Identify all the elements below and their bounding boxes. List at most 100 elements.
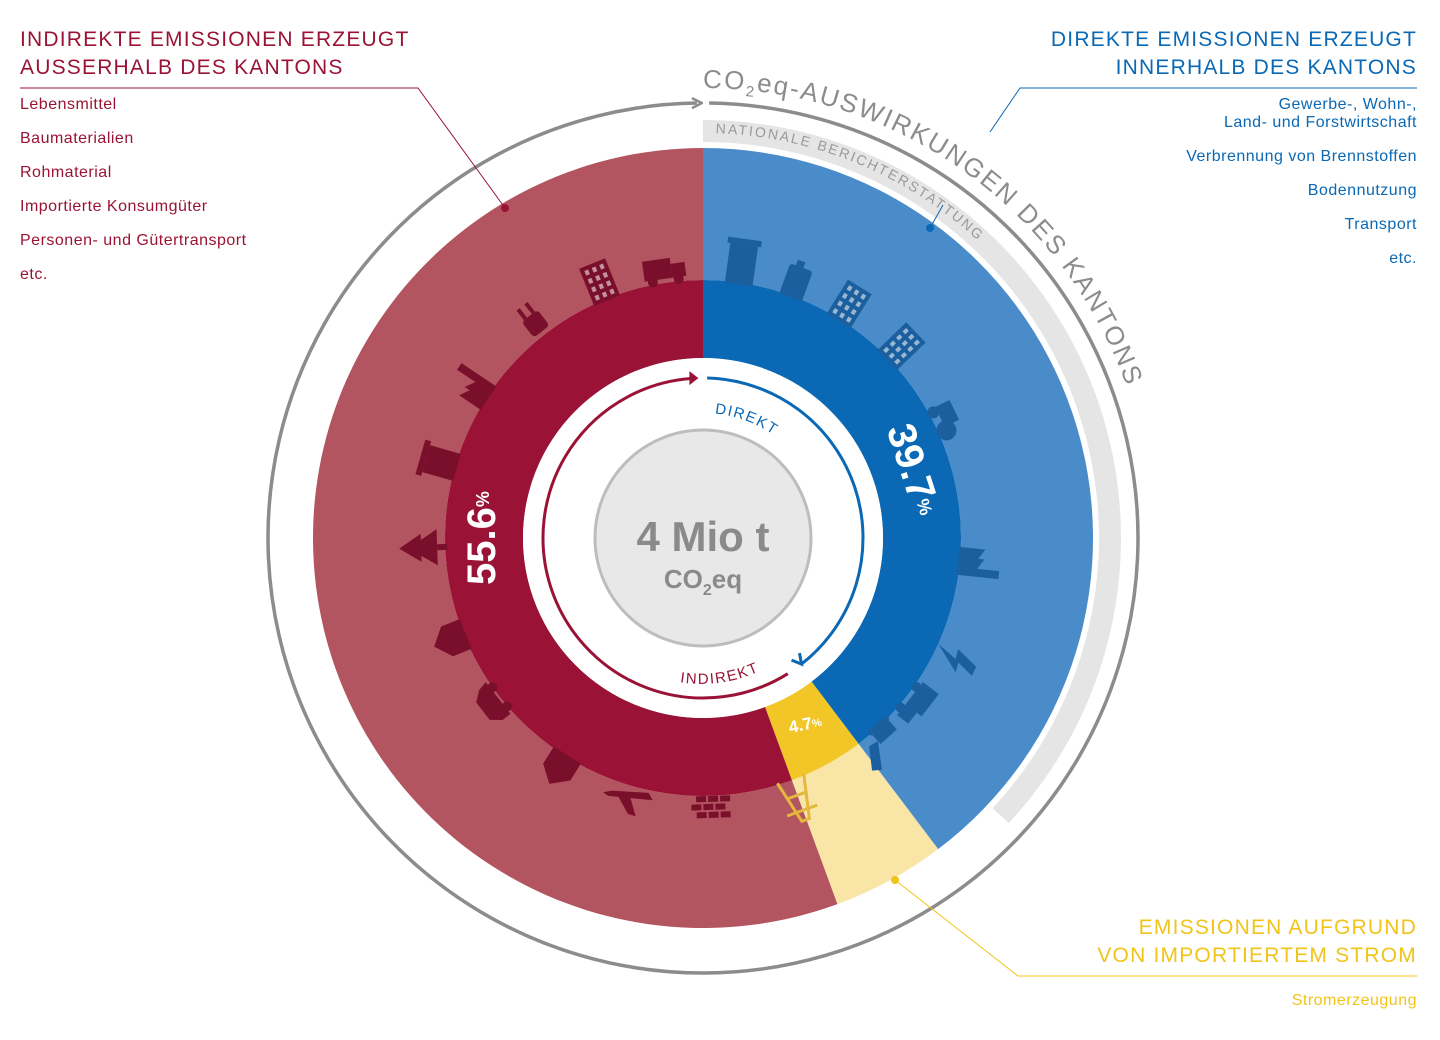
label-electricity-unit: % [811,716,823,730]
building-window [860,293,867,300]
indirect-heading: INDIREKTE EMISSIONEN ERZEUGT AUSSERHALB … [20,26,440,82]
tractor-wheel-icon [927,406,940,419]
factory-icon-direct [956,546,1000,580]
direct-item: Gewerbe-, Wohn-, Land- und Forstwirtscha… [997,96,1417,132]
building-window [598,283,605,290]
car-wheel-icon [487,682,498,693]
excavator-track-icon [868,715,890,736]
house-icon-indirect [434,619,472,657]
total-value: 4 Mio t [637,513,770,560]
slice-electricity [765,681,859,781]
building-window [850,308,857,316]
house-icon [434,619,472,657]
national-reporting-band [703,120,1121,824]
electricity-heading-line-2: VON IMPORTIERTEM STROM [1097,944,1417,967]
bin-lid-icon [727,236,762,248]
building-window [853,289,860,296]
plug-icon-indirect [516,302,548,337]
indirect-item: Rohmaterial [20,164,112,181]
electricity-emissions-panel: EMISSIONEN AUFGRUND VON IMPORTIERTEM STR… [997,914,1417,1026]
label-indirect-value: 55.6 [460,507,504,585]
lightning-icon-direct [938,643,977,676]
leader-line-indirect [20,87,506,209]
tree-icon-indirect [399,529,448,566]
total-unit: CO2eq [664,564,742,599]
canister-cap-icon [795,259,806,269]
factory-icon [457,363,497,410]
canister-icon [780,264,812,301]
truck-icon-indirect [641,257,687,288]
total-unit-main: CO [664,564,703,594]
building-window [845,316,852,323]
house-icon [543,746,581,784]
tractor-wheel-icon [936,420,957,441]
brick-icon [720,811,731,818]
slice-direct-outer [703,148,1093,850]
indirekt-arrow-head [689,371,699,386]
indirekt-arrow-arc [541,376,789,700]
indirect-item: Lebensmittel [20,96,117,113]
direct-heading-line-1: DIREKTE EMISSIONEN ERZEUGT [1050,28,1417,51]
indirect-item: Baumaterialien [20,130,134,147]
leader-dot-electricity [891,876,899,884]
excavator-arm-icon [869,741,883,771]
factory-icon [956,546,1000,580]
bricks-icon-indirect [691,795,731,819]
brick-icon [715,803,726,810]
truck-cab-icon [670,261,687,278]
building-window [602,271,609,278]
building-window [907,345,914,353]
electricity-heading: EMISSIONEN AUFGRUND VON IMPORTIERTEM STR… [997,914,1417,970]
bin-icon-direct [724,236,762,287]
electricity-item: Stromerzeugung [1291,992,1417,1009]
car-icon-indirect [476,682,513,720]
outer-arc-title-prefix: CO [703,64,748,96]
indirect-heading-line-2: AUSSERHALB DES KANTONS [20,56,344,79]
brick-icon [708,795,719,802]
building-window [599,263,605,270]
building-window [896,334,903,341]
plug-pin-icon [516,308,528,321]
tractor-icon [935,399,960,427]
building-window [894,358,901,365]
label-indirect: 55.6% [460,491,504,585]
label-indirect-text: 55.6% [460,491,504,585]
direct-item-line: Land- und Forstwirtschaft [1223,114,1417,131]
building-window [609,288,615,295]
building-window [591,266,598,273]
building-icon-indirect [579,258,621,306]
total-circle [593,428,813,648]
truck-wheel-icon [647,277,658,288]
label-electricity: 4.7% [787,714,823,738]
leader-line-direct-2 [929,204,944,229]
direct-item-line: Gewerbe-, Wohn-, [1278,96,1417,113]
truck-wheel-icon [673,273,684,284]
building-icon [826,279,872,329]
building-window [889,340,896,347]
building-window [895,346,902,353]
direkt-arrow-head [790,652,804,667]
lightning-icon [938,643,977,676]
outer-arc-title-sub: 2 [745,83,757,101]
chimney-icon [422,445,461,481]
slice-electricity-outer [791,743,939,905]
label-electricity-value: 4.7 [787,714,814,738]
building-window [908,333,915,341]
label-direct-unit: % [913,496,937,517]
car-wheel-icon [502,701,513,712]
leader-dot-direct [926,224,934,232]
building-window [901,339,908,347]
building-window [839,312,846,319]
direct-heading-line-2: INNERHALB DES KANTONS [1115,56,1417,79]
building-window [605,280,612,287]
brick-icon [691,804,702,811]
tree-trunk-icon [437,543,448,551]
direkt-arrow-arc [707,376,865,666]
airplane-icon [603,790,653,817]
truck-wheel-icon [911,682,922,693]
direct-item: Verbrennung von Brennstoffen [1186,148,1417,165]
leader-line-electricity [894,879,1417,977]
brick-icon [708,811,719,818]
brick-icon [696,796,707,803]
bin-icon [724,242,759,287]
